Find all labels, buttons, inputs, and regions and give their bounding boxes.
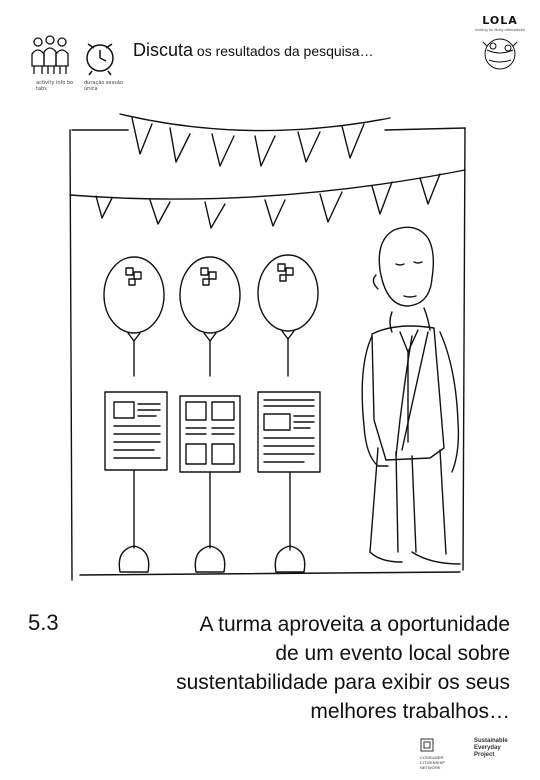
- caption-line: sustentabilidade para exibir os seus: [176, 671, 510, 694]
- time-label: duração sessão única: [84, 80, 123, 92]
- step-number: 5.3: [28, 610, 59, 635]
- title-main: Discuta: [133, 40, 194, 60]
- student-with-sash-icon: [361, 226, 461, 565]
- title-sub: os resultados da pesquisa…: [193, 43, 374, 59]
- lola-logo: LOLA looking for likely alternatives: [470, 14, 530, 77]
- partner-logo: CONSUMER CITIZENSHIP NETWORK: [420, 738, 466, 770]
- caption-text: A turma aproveita a oportunidade de um e…: [80, 610, 510, 726]
- project-line: Everyday: [474, 745, 501, 751]
- page-title: Discuta os resultados da pesquisa…: [133, 40, 374, 61]
- project-line: Sustainable: [474, 738, 508, 744]
- exhibition-scene-illustration: [0, 100, 540, 595]
- activity-label: activity info bo tabs: [36, 80, 74, 92]
- lola-tagline: looking for likely alternatives: [474, 27, 526, 32]
- sustainable-everyday-logo: Sustainable Everyday Project: [474, 738, 524, 759]
- partner-text: CONSUMER CITIZENSHIP NETWORK: [420, 755, 445, 770]
- caption-line: A turma aproveita a oportunidade: [199, 613, 510, 636]
- caption-line: de um evento local sobre: [275, 642, 510, 665]
- partner-logo-icon: [420, 738, 434, 752]
- balloon-icon: [103, 256, 165, 377]
- poster-icon: [104, 391, 168, 471]
- globe-doodle-icon: [482, 38, 518, 70]
- project-line: Project: [474, 752, 495, 758]
- alarm-clock-icon: [82, 36, 118, 81]
- people-group-icon: [28, 34, 72, 83]
- bunting-flags-icon: [119, 113, 391, 132]
- caption-line: melhores trabalhos…: [310, 700, 510, 723]
- lola-wordmark: LOLA: [482, 14, 518, 27]
